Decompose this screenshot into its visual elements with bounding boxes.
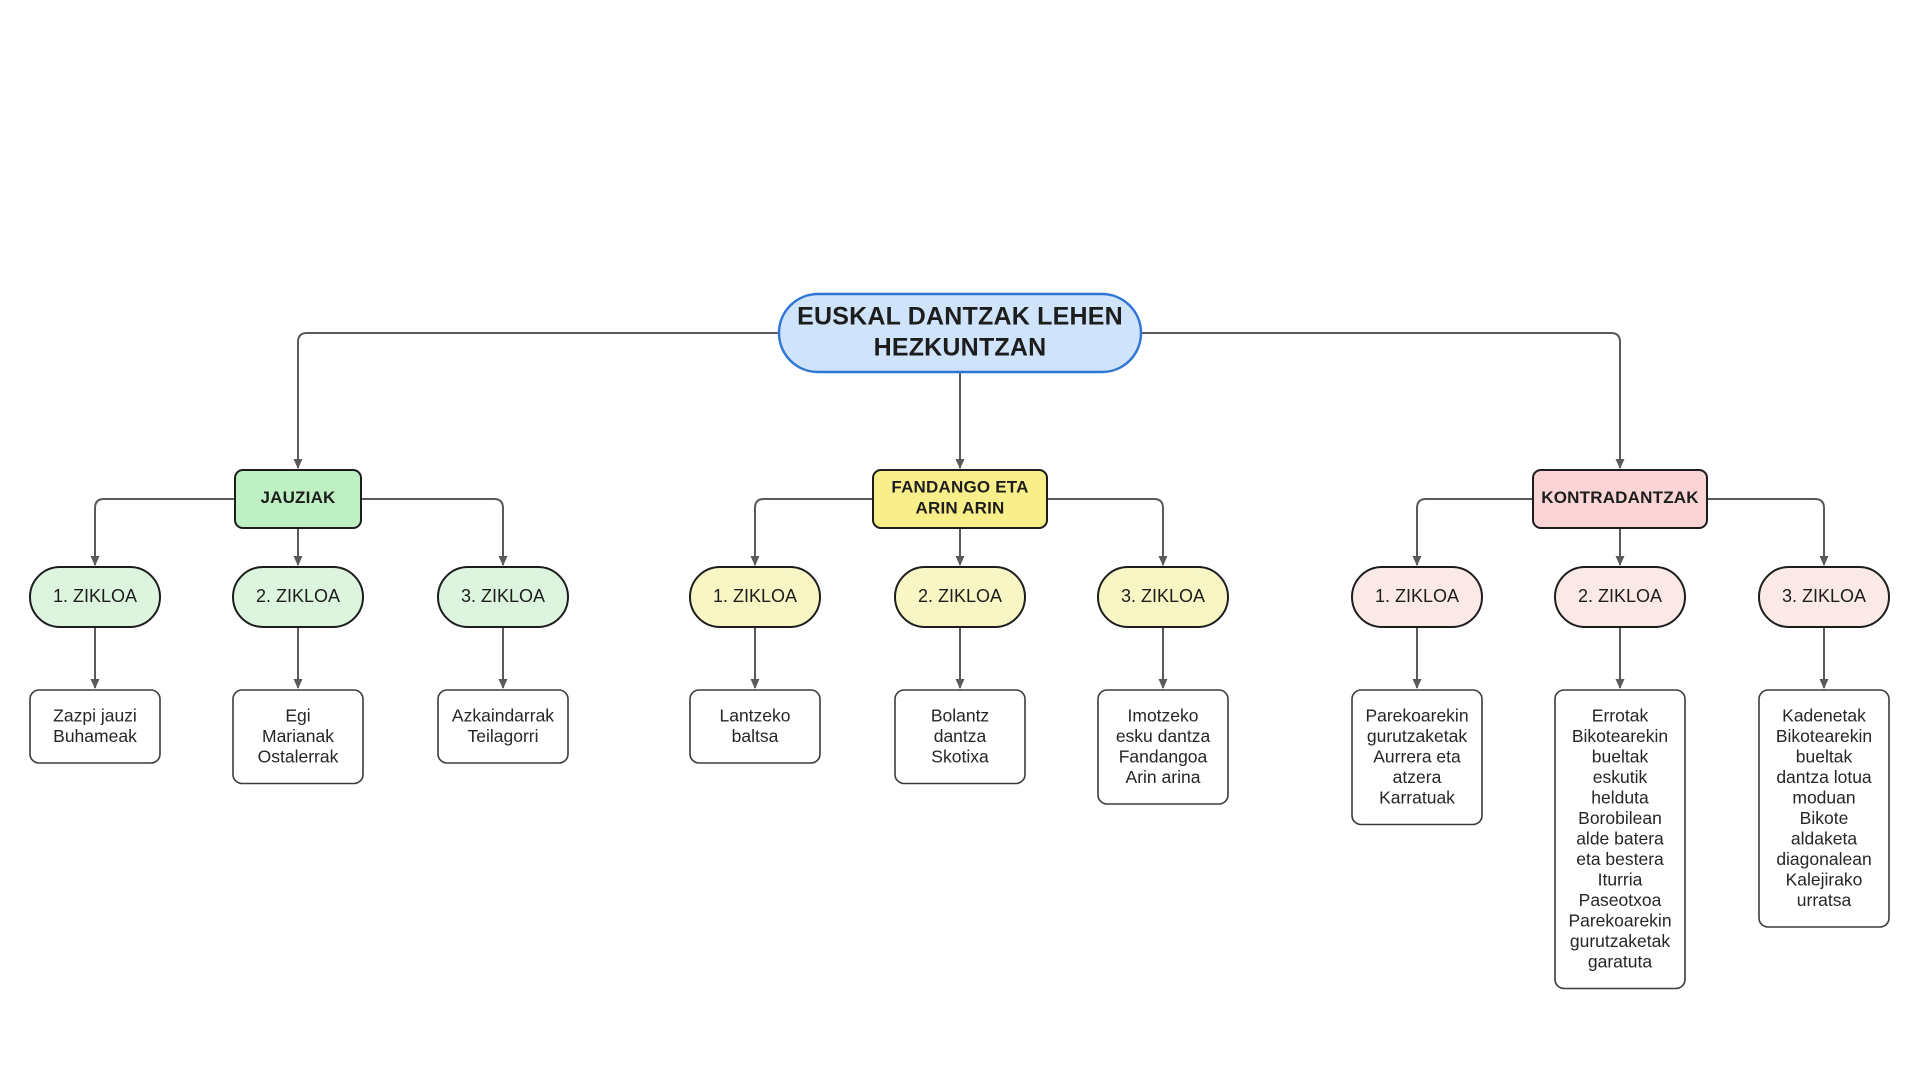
cycle-node-label: 1. ZIKLOA xyxy=(1375,586,1459,606)
branch-node-shape xyxy=(872,469,1048,529)
edge-root-to-jauziak xyxy=(293,332,779,469)
branch-node-label: JAUZIAK xyxy=(260,488,336,507)
cycle-node-label: 1. ZIKLOA xyxy=(53,586,137,606)
root-node-shape xyxy=(777,292,1143,374)
edge-fandango-eta-arin-arin-to-cycle-1 xyxy=(750,498,873,566)
node-cycle-fandango-eta-arin-arin-2[interactable]: 2. ZIKLOA xyxy=(894,566,1026,628)
node-cycle-fandango-eta-arin-arin-1[interactable]: 1. ZIKLOA xyxy=(689,566,821,628)
leaf-node-shape xyxy=(1554,689,1686,990)
leaf-node-shape xyxy=(437,689,569,764)
leaf-node-shape xyxy=(232,689,364,785)
node-cycle-jauziak-3[interactable]: 3. ZIKLOA xyxy=(437,566,569,628)
cycle-node-shape xyxy=(689,566,821,628)
cycle-node-shape xyxy=(232,566,364,628)
node-branch-jauziak[interactable]: JAUZIAK xyxy=(234,469,362,529)
node-cycle-jauziak-2[interactable]: 2. ZIKLOA xyxy=(232,566,364,628)
branch-node-label: KONTRADANTZAK xyxy=(1541,488,1699,507)
node-cycle-jauziak-1[interactable]: 1. ZIKLOA xyxy=(29,566,161,628)
cycle-node-shape xyxy=(1554,566,1686,628)
branch-node-shape xyxy=(234,469,362,529)
edge-fandango-eta-arin-arin-to-cycle-3 xyxy=(1047,498,1168,566)
leaf-node-shape xyxy=(1351,689,1483,826)
connector-edges xyxy=(90,332,1829,689)
leaf-node-shape xyxy=(1097,689,1229,805)
cycle-node-label: 2. ZIKLOA xyxy=(1578,586,1662,606)
cycle-node-shape xyxy=(29,566,161,628)
cycle-node-shape xyxy=(1097,566,1229,628)
node-cycle-kontradantzak-2[interactable]: 2. ZIKLOA xyxy=(1554,566,1686,628)
node-cycle-fandango-eta-arin-arin-3[interactable]: 3. ZIKLOA xyxy=(1097,566,1229,628)
leaf-node-shape xyxy=(1758,689,1890,928)
node-branch-kontradantzak[interactable]: KONTRADANTZAK xyxy=(1532,469,1708,529)
cycle-node-shape xyxy=(1758,566,1890,628)
node-cycle-kontradantzak-3[interactable]: 3. ZIKLOA xyxy=(1758,566,1890,628)
edge-jauziak-to-cycle-3 xyxy=(361,498,508,566)
branch-node-shape xyxy=(1532,469,1708,529)
cycle-node-shape xyxy=(894,566,1026,628)
cycle-node-shape xyxy=(437,566,569,628)
leaf-node-shape xyxy=(894,689,1026,785)
leaf-node-shape xyxy=(29,689,161,764)
cycle-node-label: 2. ZIKLOA xyxy=(918,586,1002,606)
cycle-node-label: 3. ZIKLOA xyxy=(1782,586,1866,606)
edge-root-to-kontradantzak xyxy=(1141,332,1625,469)
cycle-node-label: 2. ZIKLOA xyxy=(256,586,340,606)
edge-jauziak-to-cycle-1 xyxy=(90,498,235,566)
node-cycle-kontradantzak-1[interactable]: 1. ZIKLOA xyxy=(1351,566,1483,628)
cycle-node-label: 3. ZIKLOA xyxy=(1121,586,1205,606)
cycle-node-label: 3. ZIKLOA xyxy=(461,586,545,606)
edge-kontradantzak-to-cycle-3 xyxy=(1707,498,1829,566)
cycle-node-label: 1. ZIKLOA xyxy=(713,586,797,606)
cycle-node-shape xyxy=(1351,566,1483,628)
leaf-node-shape xyxy=(689,689,821,764)
edge-kontradantzak-to-cycle-1 xyxy=(1412,498,1533,566)
